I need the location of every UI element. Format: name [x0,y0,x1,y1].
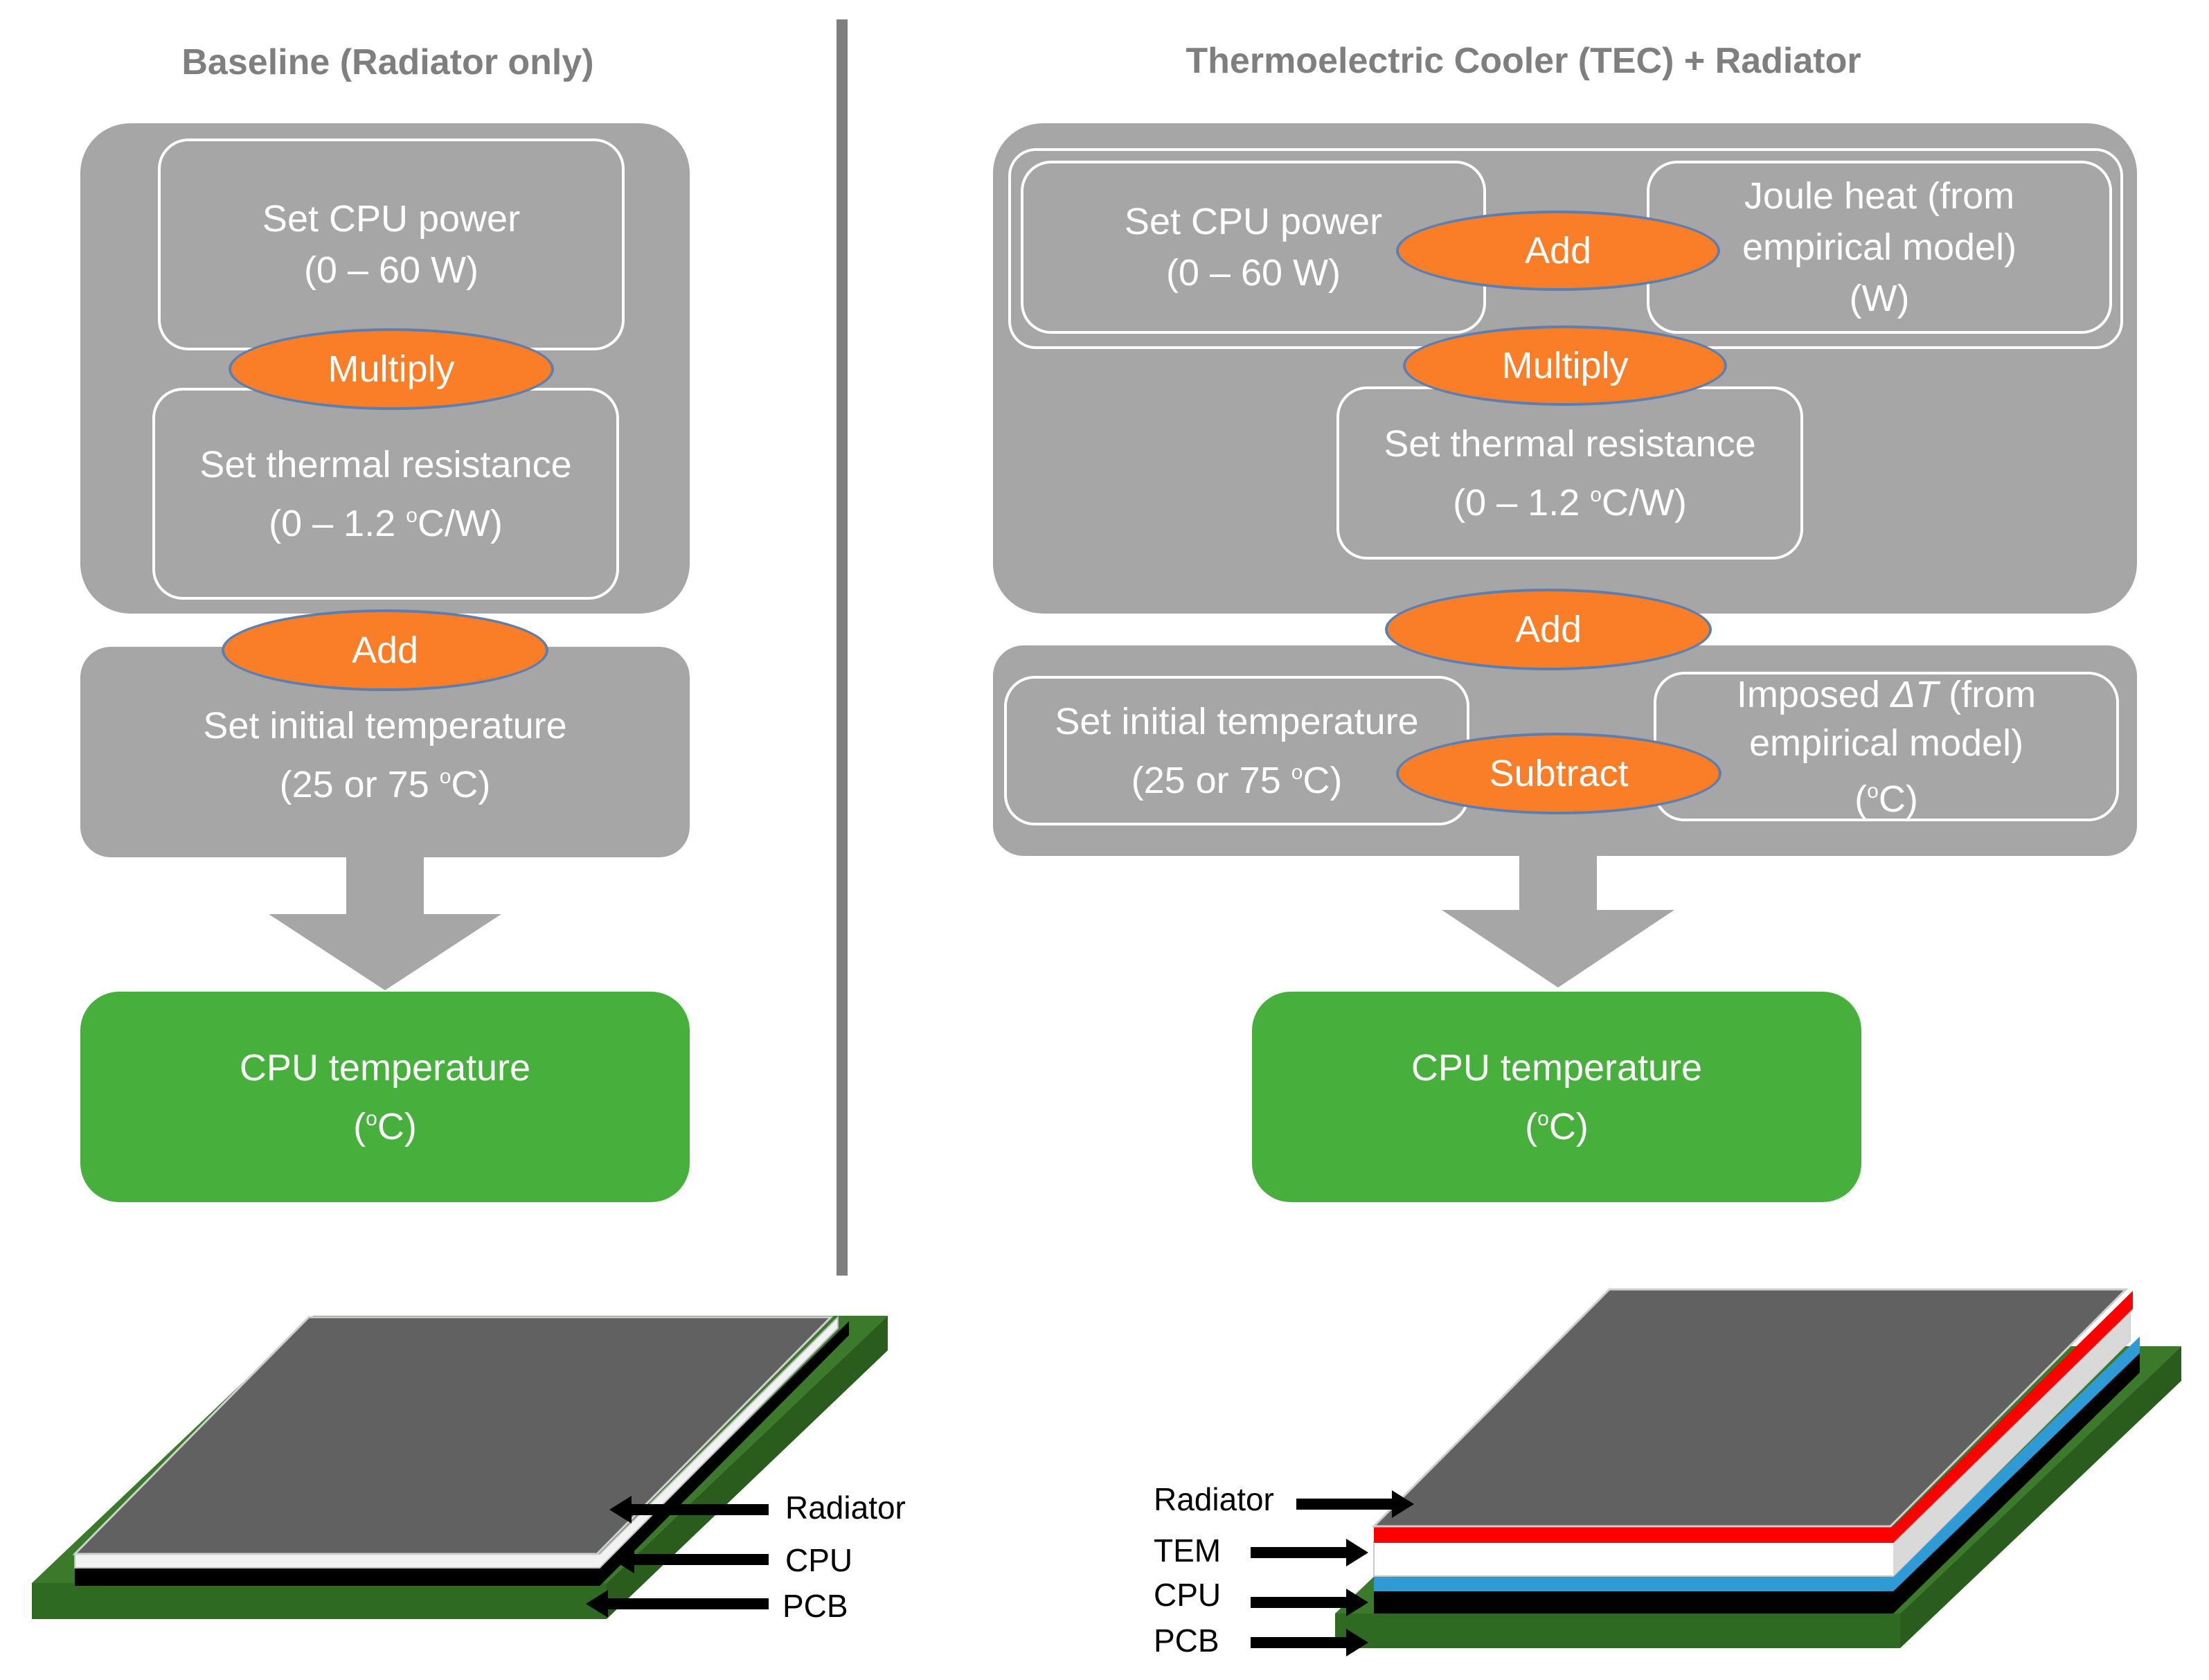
left-title: Baseline (Radiator only) [181,42,594,82]
imposed-dt-line1: Imposed ΔT (from [1736,673,2037,715]
right-label-radiator: Radiator [1154,1481,1274,1517]
right-tem-blue [1374,1337,2140,1591]
left-add-operator: Add [222,609,548,691]
right-label-cpu: CPU [1154,1577,1222,1613]
thermal-resistance-label: Set thermal resistance [1384,422,1756,465]
right-multiply-operator: Multiply [1403,325,1727,406]
left-cpu-layer [75,1321,849,1586]
right-tem-red [1374,1291,2133,1543]
result-unit: (oC) [1525,1105,1589,1147]
left-label-cpu: CPU [785,1542,853,1578]
right-add-top-operator: Add [1396,211,1720,291]
left-multiply-operator: Multiply [229,328,554,410]
cpu-power-range: (0 – 60 W) [1165,252,1341,294]
initial-temp-label: Set initial temperature [203,704,567,747]
initial-temp-label: Set initial temperature [1055,700,1419,742]
imposed-dt-unit: (oC) [1854,778,1918,820]
initial-temp-values: (25 or 75 oC) [1131,759,1343,801]
thermal-resistance-range: (0 – 1.2 oC/W) [1453,481,1687,524]
right-label-tem: TEM [1154,1532,1222,1569]
right-imposed-dt-box: Imposed ΔT (from empirical model) (oC) [1654,672,2119,821]
joule-heat-unit: (W) [1849,278,1910,319]
left-label-radiator: Radiator [785,1490,906,1526]
left-initial-temp-text: Set initial temperature (25 or 75 oC) [80,686,690,824]
left-thermal-resistance-box: Set thermal resistance (0 – 1.2 oC/W) [152,388,619,600]
right-radiator-top [1371,1288,2129,1528]
right-pcb-side [1900,1346,2181,1648]
imposed-dt-line2: empirical model) [1749,722,2024,764]
right-arrow-radiator [1296,1490,1414,1518]
right-title: Thermoelectric Cooler (TEC) + Radiator [1186,41,1861,81]
left-cpu-temperature-result: CPU temperature (oC) [80,992,690,1202]
right-arrow-tem [1251,1539,1368,1566]
right-cpu-power-box: Set CPU power (0 – 60 W) [1021,161,1486,334]
right-pcb-front [1335,1614,1900,1648]
right-arrow-cpu [1251,1589,1368,1616]
initial-temp-values: (25 or 75 oC) [279,763,491,805]
divider-line [837,19,848,1276]
result-label: CPU temperature [1411,1046,1703,1089]
right-cpu-temperature-result: CPU temperature (oC) [1252,992,1861,1202]
thermal-resistance-range: (0 – 1.2 oC/W) [269,502,503,544]
thermal-resistance-label: Set thermal resistance [199,443,572,485]
cpu-power-label: Set CPU power [1124,201,1383,242]
joule-heat-line1: Joule heat (from [1744,175,2015,217]
left-pcb-front [32,1583,607,1619]
right-label-pcb: PCB [1154,1623,1219,1659]
right-tem-side [1893,1307,2130,1576]
left-arrow-pcb [586,1590,769,1618]
left-radiator-top [72,1316,834,1555]
right-subtract-operator: Subtract [1396,733,1721,814]
left-pcb-side [607,1316,888,1619]
right-cpu-layer [1374,1352,2140,1614]
result-label: CPU temperature [239,1046,531,1089]
right-arrow-pcb [1251,1629,1368,1656]
right-joule-heat-box: Joule heat (from empirical model) (W) [1647,161,2112,334]
left-label-pcb: PCB [782,1588,848,1624]
cpu-power-label: Set CPU power [262,198,521,240]
joule-heat-line2: empirical model) [1742,226,2017,268]
cpu-power-range: (0 – 60 W) [303,249,479,291]
left-arrow-radiator [609,1496,769,1523]
left-arrow-cpu [612,1546,769,1573]
result-unit: (oC) [353,1105,417,1147]
right-add-operator: Add [1385,589,1712,670]
left-radiator-edge [74,1315,839,1569]
